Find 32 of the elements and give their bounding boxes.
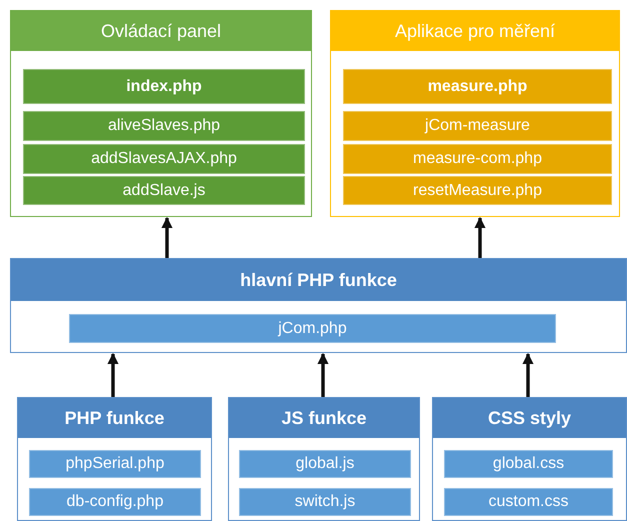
file-box: addSlave.js [23, 176, 305, 205]
panel-header: Aplikace pro měření [331, 11, 619, 51]
panel-header: Ovládací panel [11, 11, 311, 51]
panel-box [10, 258, 627, 353]
file-box: resetMeasure.php [343, 176, 612, 205]
panel-box [10, 10, 312, 217]
panel-header: PHP funkce [18, 398, 211, 438]
arrow [317, 352, 329, 397]
file-box: measure.php [343, 69, 612, 104]
arrow [107, 352, 119, 397]
file-box: jCom-measure [343, 111, 612, 141]
arrow [522, 352, 534, 397]
file-box: measure-com.php [343, 144, 612, 174]
file-box: db-config.php [29, 488, 201, 516]
panel-box [228, 397, 420, 521]
file-box: jCom.php [69, 314, 556, 343]
file-box: switch.js [239, 488, 411, 516]
file-box: phpSerial.php [29, 450, 201, 478]
panel-header: JS funkce [229, 398, 419, 438]
file-box: aliveSlaves.php [23, 111, 305, 141]
file-box: global.css [444, 450, 613, 478]
file-box: custom.css [444, 488, 613, 516]
arrow [161, 216, 173, 258]
panel-box [17, 397, 212, 521]
file-box: addSlavesAJAX.php [23, 144, 305, 174]
arrow [474, 216, 486, 258]
panel-header: hlavní PHP funkce [11, 259, 626, 301]
panel-box [432, 397, 627, 521]
panel-header: CSS styly [433, 398, 626, 438]
file-box: global.js [239, 450, 411, 478]
file-box: index.php [23, 69, 305, 104]
panel-box [330, 10, 620, 217]
